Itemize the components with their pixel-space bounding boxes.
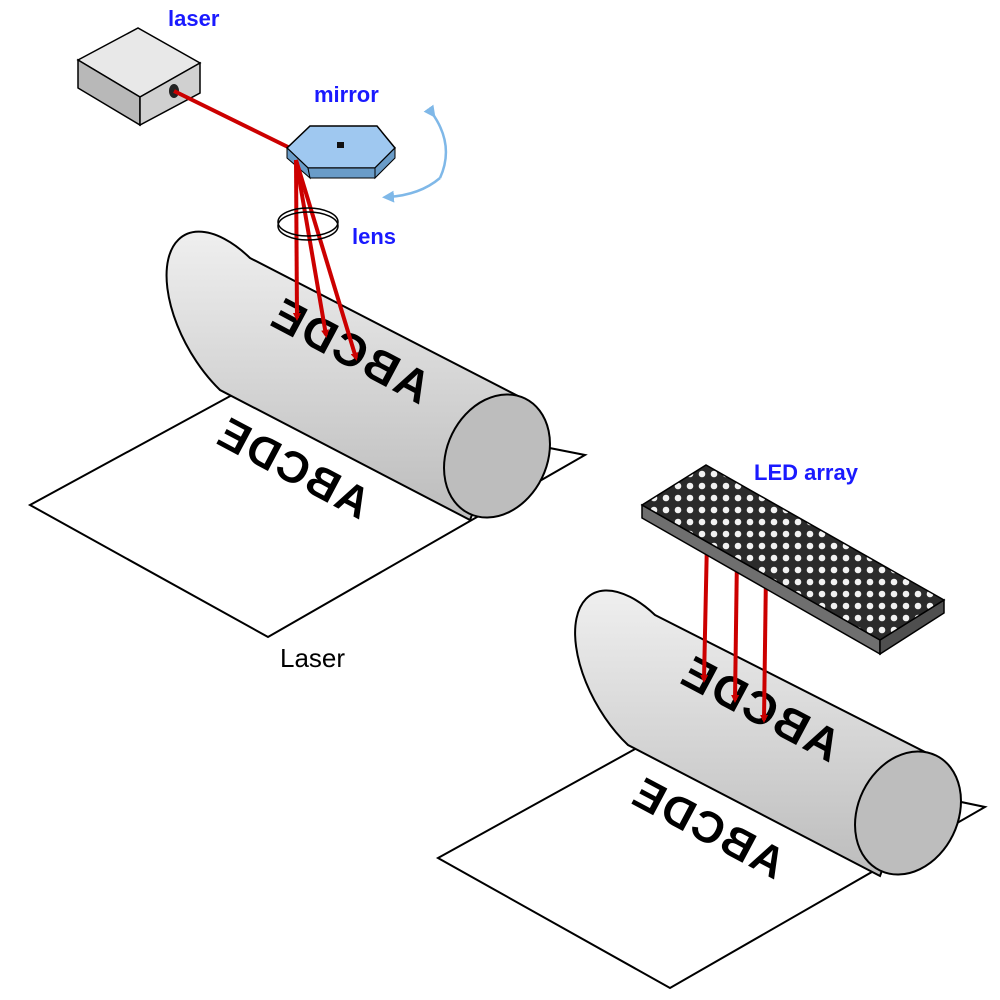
led-system: ABCDE ABCDE LED array [435,460,988,990]
drum-end-laser [443,393,551,519]
lens-icon [277,207,339,241]
hexagonal-mirror-icon [285,125,397,180]
led-beams [700,539,769,723]
label-lens: lens [352,224,396,249]
led-array-icon [640,464,946,656]
label-mirror: mirror [314,82,379,107]
drum-end-led [854,750,962,876]
laser-system: ABCDE ABCDE [27,6,588,673]
laser-beam-incident [173,89,291,150]
caption-laser: Laser [280,643,345,673]
mirror-rotation-arrow [382,104,448,203]
label-laser: laser [168,6,220,31]
label-led-array: LED array [754,460,859,485]
laser-source-icon [76,27,202,127]
